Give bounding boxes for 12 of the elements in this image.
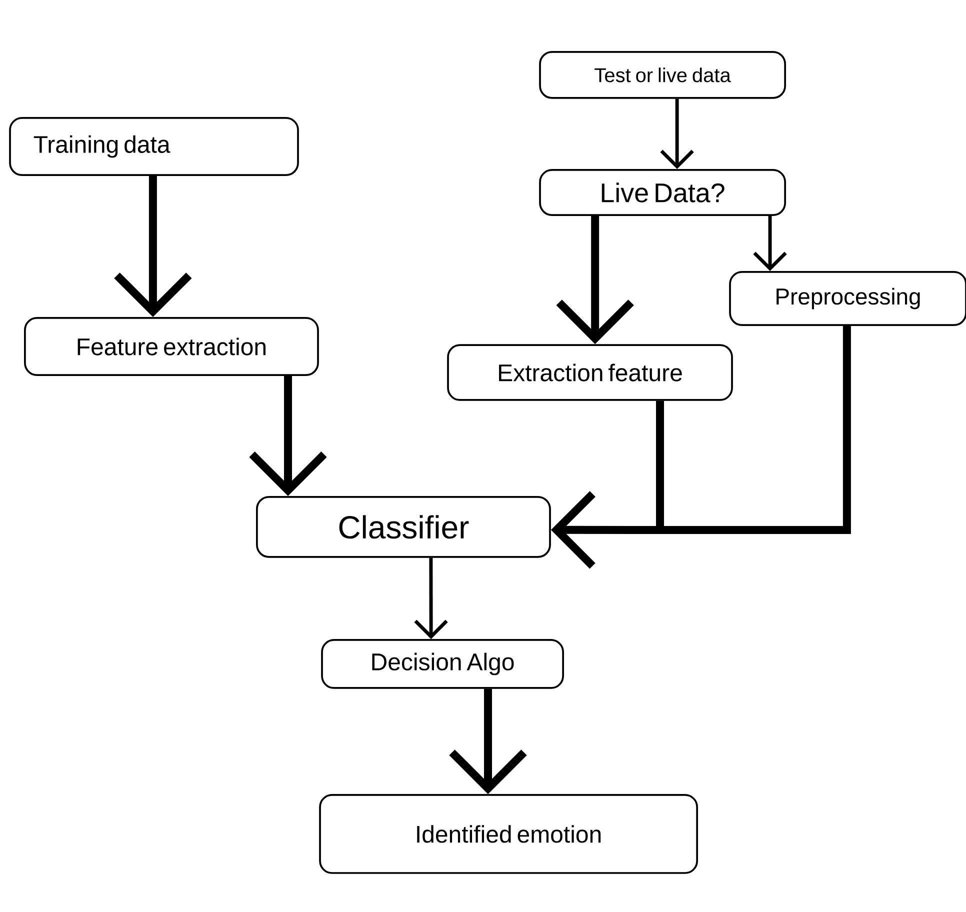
process-box: Classifier <box>256 496 551 558</box>
arrow <box>660 98 694 170</box>
process-box: Test or live data <box>539 51 786 99</box>
arrow <box>414 558 448 640</box>
process-box: Training data <box>9 117 299 176</box>
process-box: Feature extraction <box>24 317 319 376</box>
process-box: Extraction feature <box>447 344 733 401</box>
process-box: Preprocessing <box>729 271 966 326</box>
connector-line <box>660 326 851 534</box>
process-box: Identified emotion <box>319 794 698 874</box>
process-box: Live Data? <box>539 169 786 216</box>
process-box: Decision Algo <box>321 639 564 689</box>
